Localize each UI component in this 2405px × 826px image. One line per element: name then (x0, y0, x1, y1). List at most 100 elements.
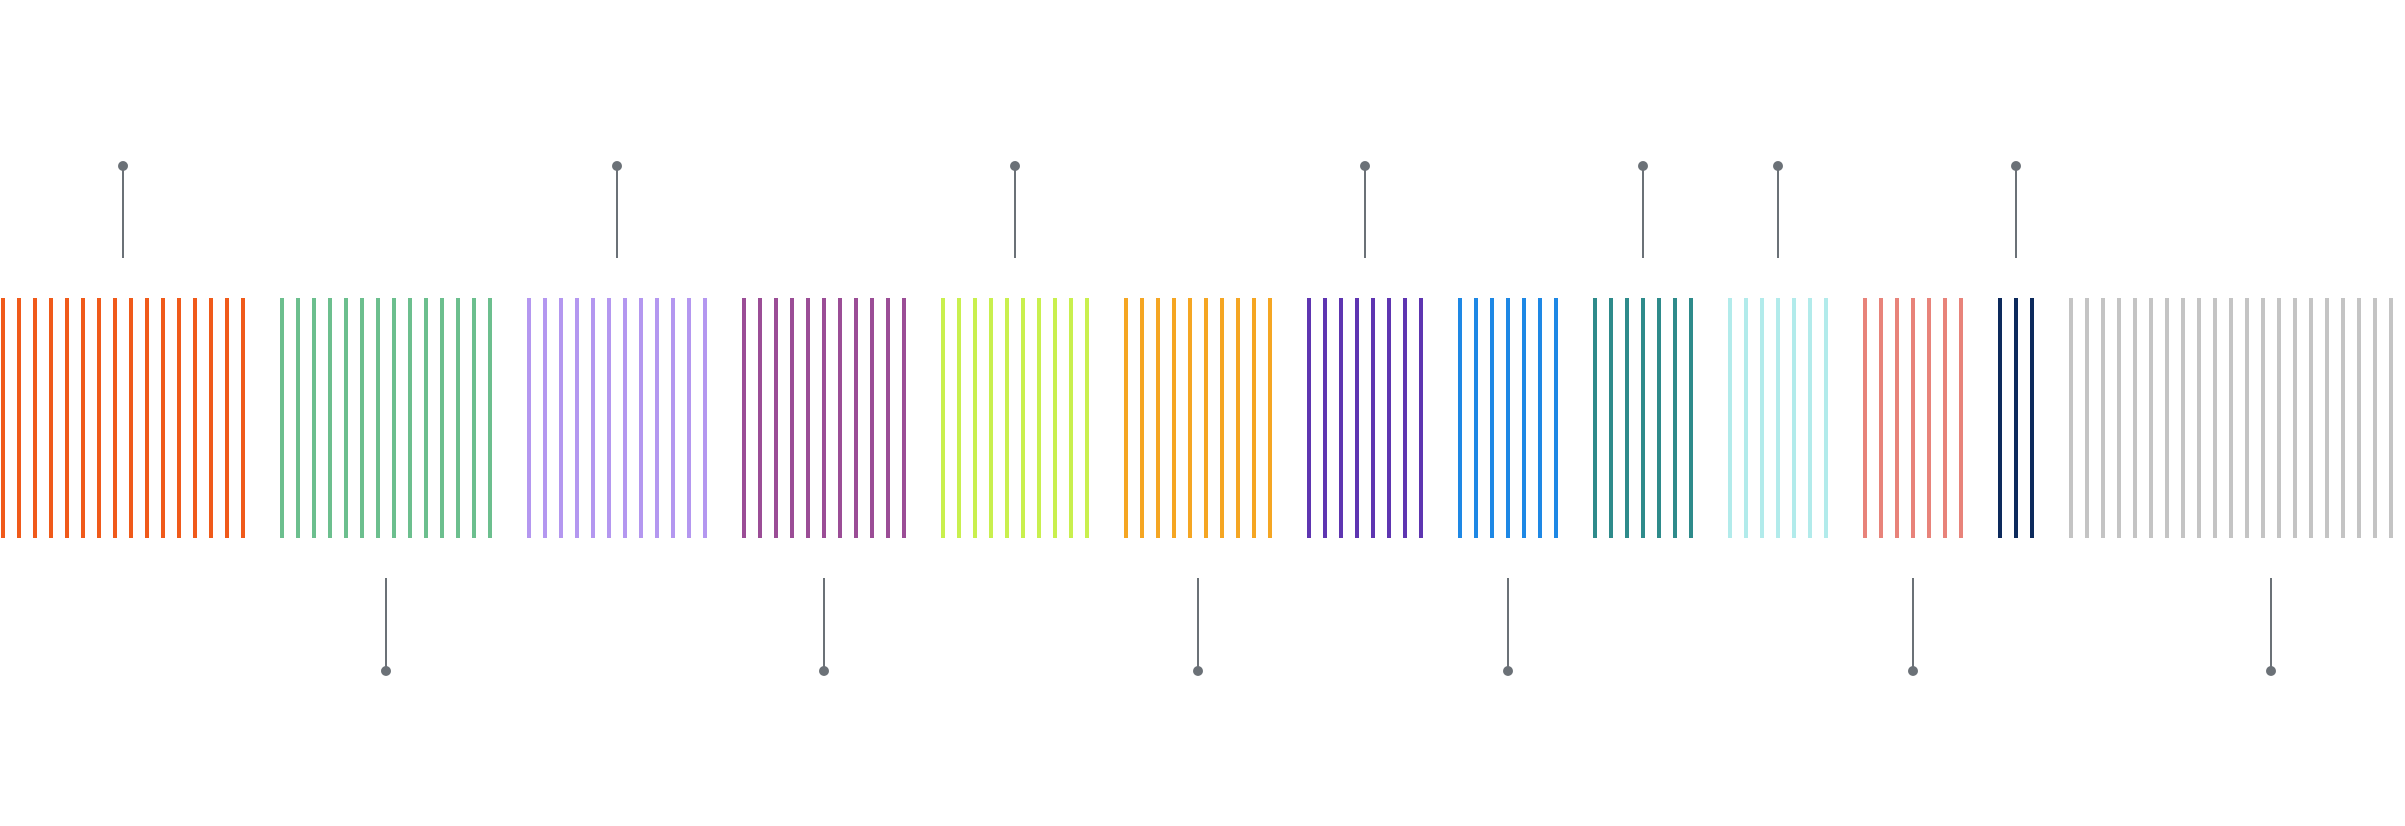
bar-segment-5-line-6 (1220, 298, 1224, 538)
bar-segment-8-line-2 (1625, 298, 1629, 538)
bar-segment-12-line-18 (2357, 298, 2361, 538)
bar-segment-2-line-4 (591, 298, 595, 538)
marker-pin-4 (1010, 161, 1020, 258)
bar-segment-10-line-4 (1927, 298, 1931, 538)
bar-segment-3-line-7 (854, 298, 858, 538)
bar-segment-4-line-7 (1053, 298, 1057, 538)
bar-segment-6-line-3 (1355, 298, 1359, 538)
bar-segment-1-line-3 (328, 298, 332, 538)
bar-segment-9-line-0 (1728, 298, 1732, 538)
bar-segment-4-line-9 (1085, 298, 1089, 538)
bar-segment-0-line-12 (193, 298, 197, 538)
bar-segment-5-line-3 (1172, 298, 1176, 538)
marker-pin-12 (2266, 578, 2276, 676)
bar-segment-6-line-0 (1307, 298, 1311, 538)
marker-pin-8 (1638, 161, 1648, 258)
bar-segment-0-line-15 (241, 298, 245, 538)
bar-segment-1-line-10 (440, 298, 444, 538)
bar-segment-12-line-11 (2245, 298, 2249, 538)
bar-segment-3-line-4 (806, 298, 810, 538)
bar-segment-3-line-9 (886, 298, 890, 538)
bar-segment-0-line-3 (49, 298, 53, 538)
bar-segment-7-line-2 (1490, 298, 1494, 538)
bar-segment-6-line-2 (1339, 298, 1343, 538)
bar-segment-12-line-1 (2085, 298, 2089, 538)
bar-segment-12-line-16 (2325, 298, 2329, 538)
bar-segment-0-line-4 (65, 298, 69, 538)
bar-segment-3-line-8 (870, 298, 874, 538)
bar-segment-4-line-3 (989, 298, 993, 538)
bar-segment-4-line-6 (1037, 298, 1041, 538)
bar-segment-5-line-7 (1236, 298, 1240, 538)
bar-segment-10-line-1 (1879, 298, 1883, 538)
bar-segment-2-line-2 (559, 298, 563, 538)
marker-pin-2 (612, 161, 622, 258)
bar-segment-10-line-6 (1959, 298, 1963, 538)
bar-segment-2-line-7 (639, 298, 643, 538)
bar-segment-10-line-0 (1863, 298, 1867, 538)
bar-segment-8-line-6 (1689, 298, 1693, 538)
bar-segment-6-line-4 (1371, 298, 1375, 538)
bar-segment-12-line-12 (2261, 298, 2265, 538)
bar-segment-3-line-1 (758, 298, 762, 538)
bar-segment-9-line-2 (1760, 298, 1764, 538)
bar-segment-2-line-11 (703, 298, 707, 538)
bar-segment-9-line-3 (1776, 298, 1780, 538)
bar-segment-12-line-8 (2197, 298, 2201, 538)
bar-segment-11-line-0 (1998, 298, 2002, 538)
bar-segment-6-line-5 (1387, 298, 1391, 538)
bar-segment-12-line-17 (2341, 298, 2345, 538)
bar-segment-5-line-4 (1188, 298, 1192, 538)
bar-segment-1-line-1 (296, 298, 300, 538)
bar-segment-9-line-6 (1824, 298, 1828, 538)
bar-segment-12-line-3 (2117, 298, 2121, 538)
bar-segment-4-line-8 (1069, 298, 1073, 538)
bar-segment-0-line-1 (17, 298, 21, 538)
bar-segment-9-line-1 (1744, 298, 1748, 538)
bar-segment-12-line-7 (2181, 298, 2185, 538)
bar-segment-0-line-5 (81, 298, 85, 538)
marker-dot-1 (381, 666, 391, 676)
bar-segment-0-line-9 (145, 298, 149, 538)
bar-segment-5-line-5 (1204, 298, 1208, 538)
bar-segment-0-line-11 (177, 298, 181, 538)
marker-dot-10 (1908, 666, 1918, 676)
bar-segment-2-line-5 (607, 298, 611, 538)
bar-segment-3-line-10 (902, 298, 906, 538)
bar-segment-4-line-4 (1005, 298, 1009, 538)
bar-segment-1-line-13 (488, 298, 492, 538)
bar-segment-0-line-10 (161, 298, 165, 538)
bar-segment-3-line-5 (822, 298, 826, 538)
bar-segment-1-line-2 (312, 298, 316, 538)
bar-segment-2-line-1 (543, 298, 547, 538)
bar-segment-12-line-15 (2309, 298, 2313, 538)
bar-segment-0-line-2 (33, 298, 37, 538)
bar-segment-11-line-1 (2014, 298, 2018, 538)
bar-segment-9-line-5 (1808, 298, 1812, 538)
bar-segment-12-line-5 (2149, 298, 2153, 538)
bar-segment-5-line-0 (1124, 298, 1128, 538)
bar-segment-12-line-9 (2213, 298, 2217, 538)
bar-segment-1-line-0 (280, 298, 284, 538)
bar-segment-1-line-5 (360, 298, 364, 538)
bar-segment-1-line-9 (424, 298, 428, 538)
marker-dot-2 (612, 161, 622, 171)
bar-segment-11-line-2 (2030, 298, 2034, 538)
marker-dot-9 (1773, 161, 1783, 171)
marker-dot-3 (819, 666, 829, 676)
bar-segment-0-line-14 (225, 298, 229, 538)
bar-segment-6-line-6 (1403, 298, 1407, 538)
bar-segment-7-line-1 (1474, 298, 1478, 538)
bar-segment-12-line-13 (2277, 298, 2281, 538)
bar-segment-2-line-3 (575, 298, 579, 538)
bar-segment-4-line-5 (1021, 298, 1025, 538)
bar-segment-3-line-6 (838, 298, 842, 538)
marker-dot-8 (1638, 161, 1648, 171)
bar-segment-2-line-10 (687, 298, 691, 538)
marker-pin-10 (1908, 578, 1918, 676)
bar-segment-4-line-0 (941, 298, 945, 538)
bar-segment-2-line-9 (671, 298, 675, 538)
bar-segment-8-line-3 (1641, 298, 1645, 538)
bar-segment-0-line-0 (1, 298, 5, 538)
